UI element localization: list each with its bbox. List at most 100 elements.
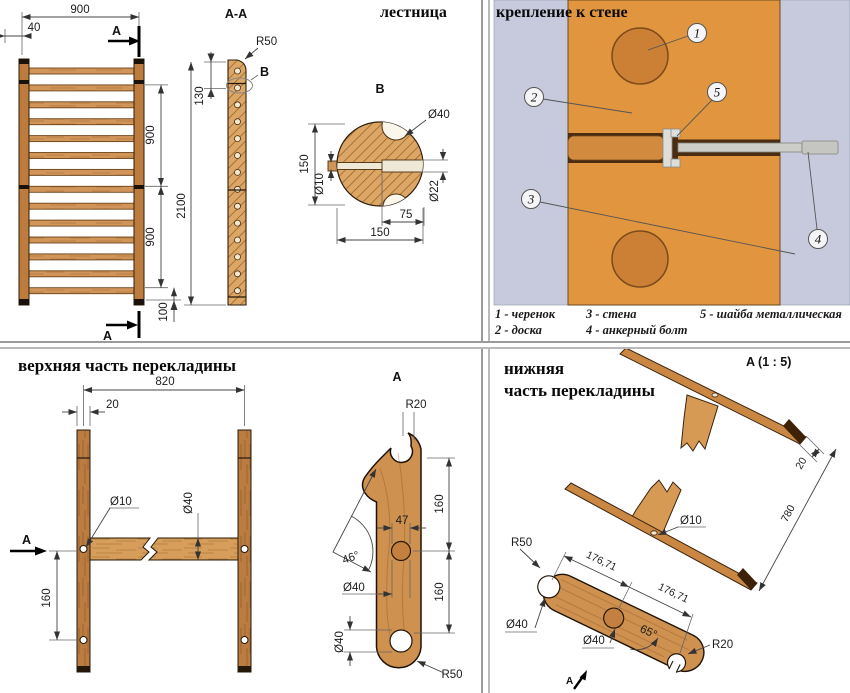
callout-2: 2 <box>531 90 538 105</box>
dim-peg-hole: Ø10 <box>110 496 132 508</box>
dim-notch-radius: R20 <box>405 399 426 411</box>
legend: 1 - черенок 3 - стена 5 - шайба металлич… <box>494 307 842 337</box>
upper-crossbar-title: верхняя часть перекладины <box>18 356 236 375</box>
dim-angle46: 46° <box>341 550 361 567</box>
wall-mount-title: крепление к стене <box>496 4 628 21</box>
legend-item-2: 2 - доска <box>494 323 542 337</box>
dim-hole2-dia: Ø40 <box>334 631 346 653</box>
callout-5: 5 <box>714 85 721 100</box>
dim-pitch2: 176,71 <box>656 581 690 606</box>
dim-plank-r50: R50 <box>511 537 532 549</box>
wall-mount-view: 1 2 5 3 4 1 - черенок 3 - стена 5 - шайб… <box>490 0 850 341</box>
dim-seg1: 160 <box>434 494 446 513</box>
dim-peg-hole-br: Ø10 <box>680 515 702 527</box>
ladder-title: лестница <box>380 4 447 21</box>
rail-section-holes <box>234 67 241 295</box>
handle-section-top <box>611 27 669 85</box>
section-cut-a-top: A <box>108 24 141 57</box>
washer <box>662 128 681 168</box>
handle-end <box>567 135 665 161</box>
detail-b-ellipse <box>226 77 253 94</box>
upper-iso-rail: 20 780 <box>619 348 837 592</box>
dim-tip-length: 20 <box>793 455 809 471</box>
hook-bottom-hole <box>389 629 413 653</box>
dim-section-width: 150 <box>370 227 389 239</box>
callout-bubbles: 1 2 5 3 4 <box>521 23 828 249</box>
callout-1: 1 <box>694 26 701 41</box>
dim-pitch1: 176,71 <box>584 549 618 574</box>
dowel-holes <box>79 545 249 644</box>
dim-total-height: 2100 <box>176 193 188 219</box>
callout-4: 4 <box>815 232 822 247</box>
upper-crossbar-drawing: 820 20 Ø10 Ø40 A 160 <box>10 376 252 673</box>
crossbar-right-piece <box>147 537 239 561</box>
rail-section-body <box>227 59 247 306</box>
dim-corner-radius: R50 <box>256 36 277 48</box>
legend-item-4: 4 - анкерный болт <box>585 323 688 337</box>
detail-a-view: A R20 160 160 47 46° Ø40 Ø40 R50 <box>332 370 463 681</box>
callout-3: 3 <box>527 192 535 207</box>
ladder-front-view: 900 40 A A 900 900 100 <box>0 4 181 341</box>
callout-leaders <box>539 35 818 255</box>
crossbar-left-piece <box>89 537 152 561</box>
dim-hole-spacing: 160 <box>41 588 53 607</box>
dim-hole-pitch: 130 <box>194 86 206 105</box>
dim-span2: 900 <box>145 227 157 246</box>
detail-b-view: B Ø40 150 Ø10 Ø22 75 150 <box>299 82 450 244</box>
cut-letter-bl: A <box>22 533 31 547</box>
dim-seg2: 160 <box>434 582 446 601</box>
lower-title-line2: часть перекладины <box>504 381 655 400</box>
section-cut-a-left: A <box>10 533 47 556</box>
lower-title-line1: нижняя <box>504 359 564 378</box>
lower-plank: 176,71 176,71 R50 Ø40 Ø40 65° R20 <box>505 537 733 674</box>
dim-post-thickness: 20 <box>106 399 119 411</box>
dim-bore-depth: 75 <box>400 209 413 221</box>
dim-ladder-width: 900 <box>70 4 89 16</box>
lower-crossbar-views: нижняя часть перекладины A (1 : 5) 20 78… <box>504 348 837 690</box>
rail-lower-tip <box>737 568 757 590</box>
scale-label: A (1 : 5) <box>746 355 791 369</box>
dim-crossbar-width: 820 <box>155 376 174 388</box>
legend-item-5: 5 - шайба металлическая <box>700 307 842 321</box>
dim-rail-offset: 40 <box>28 22 41 34</box>
legend-item-1: 1 - черенок <box>495 307 556 321</box>
quadrant-divider-horizontal <box>0 341 850 349</box>
hook-mid-hole <box>390 540 412 562</box>
section-aa-label: A-A <box>225 7 247 21</box>
cut-letter-bottom: A <box>103 329 112 341</box>
ladder-rails <box>18 58 145 306</box>
detail-a-label: A <box>392 370 401 384</box>
dim-rung-dia-bl: Ø40 <box>183 492 195 514</box>
cut-letter-br: A <box>566 676 573 687</box>
dim-rail-length: 780 <box>779 503 798 524</box>
lower-iso-rail: Ø10 <box>564 479 758 591</box>
rail-upper-tip <box>783 419 806 444</box>
dim-corner-r50: R50 <box>441 669 462 681</box>
bolt-end <box>801 140 839 155</box>
upper-crossbar-views: верхняя часть перекладины 820 20 Ø10 Ø40… <box>10 356 463 681</box>
dim-plank-r20: R20 <box>712 639 733 651</box>
dim-hole-dia-a: Ø40 <box>343 582 365 594</box>
dim-drill-dia: Ø10 <box>314 173 326 195</box>
dim-plank-d40-left: Ø40 <box>506 619 528 631</box>
cut-letter-top: A <box>112 24 121 38</box>
detail-b-label: B <box>375 82 384 96</box>
dim-span1: 900 <box>145 125 157 144</box>
detail-b-mark: B <box>260 65 269 79</box>
legend-item-3: 3 - стена <box>585 307 637 321</box>
wall-left <box>493 0 569 306</box>
dim-section-height: 150 <box>299 154 311 173</box>
dim-offset47: 47 <box>396 515 409 527</box>
dim-rung-dia: Ø40 <box>428 109 450 121</box>
dim-plank-d40-mid: Ø40 <box>583 635 605 647</box>
anchor-assembly <box>567 128 839 168</box>
ladder-section-aa: A-A R50 B 130 2100 <box>176 7 277 306</box>
section-cut-a-br: A <box>566 670 587 690</box>
section-cut-a-bottom: A <box>103 311 141 341</box>
ladder-rungs <box>27 67 136 295</box>
ladder-views: 900 40 A A 900 900 100 <box>0 4 450 341</box>
bolt-shaft <box>677 142 803 153</box>
handle-section-bottom <box>611 230 669 288</box>
dim-bore-dia: Ø22 <box>429 180 441 202</box>
